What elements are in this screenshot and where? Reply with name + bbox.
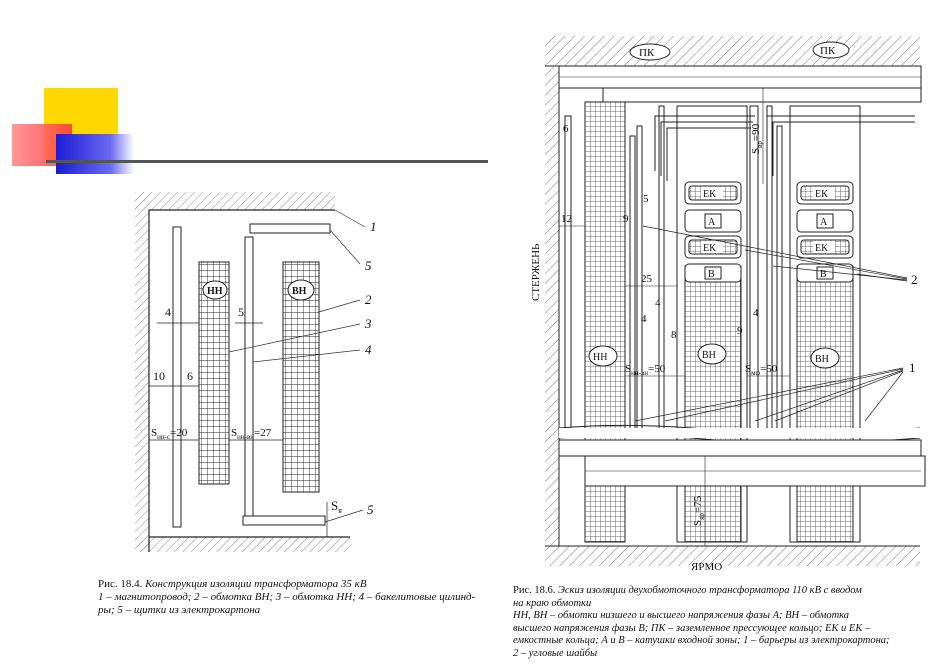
coil-label-vn: ВН (292, 286, 307, 297)
label-4: 4 (365, 342, 372, 357)
caption-right-lead: Рис. 18.6. (513, 585, 556, 596)
dim-4: 4 (165, 305, 171, 319)
label-5-bottom: 5 (367, 502, 374, 517)
dim-s-nn-s: Sнн-с=20 (151, 427, 188, 441)
dim-s-vr: Sвр=90 (750, 123, 764, 154)
core-hatch-left (135, 192, 149, 552)
figure-18-4: НН ВН 1 5 2 3 4 5 4 5 10 6 Sнн-с=20 Sнн-… (135, 192, 377, 552)
label-pk-2: ПК (820, 45, 836, 57)
ek2-b: ЕК (815, 243, 828, 254)
ek1-a: ЕК (703, 189, 716, 200)
caption-left-title: Конструкция изоляции трансформатора 35 к… (145, 578, 367, 590)
caption-right-line1: Эскиз изоляции двухобмоточного трансформ… (558, 585, 862, 596)
decor-blue-square (56, 134, 134, 174)
dim-6: 6 (187, 369, 193, 383)
caption-right-line4: высшего напряжения фазы В; ПК – заземлен… (513, 622, 871, 634)
label-2: 2 (365, 292, 372, 307)
coil-b-1: В (708, 269, 715, 280)
shield-bottom (242, 515, 326, 526)
callout-2: 2 (911, 272, 918, 287)
winding-vn-b: ВН (815, 354, 829, 365)
label-1: 1 (370, 219, 377, 234)
caption-left-lead: Рис. 18.4. (98, 578, 143, 590)
caption-left-line3: ры; 5 – щитки из электрокартона (98, 604, 261, 616)
coil-b-2: В (820, 269, 827, 280)
dim-6-right: 6 (563, 123, 569, 135)
dim-5: 5 (238, 305, 244, 319)
coil-a-1: А (708, 217, 716, 228)
dim-12: 12 (561, 213, 572, 225)
label-pk-1: ПК (639, 47, 655, 59)
caption-right-line2: на краю обмотки (513, 597, 592, 609)
coil-label-nn: НН (207, 286, 223, 297)
figure-18-6: ПК ПК ЕК А ЕК В ЕК (530, 36, 926, 573)
caption-left-line2: 1 – магнитопровод; 2 – обмотка ВН; 3 – о… (98, 591, 476, 603)
dim-s-yr: Sяр=75 (692, 495, 706, 526)
caption-fig-18-4: Рис. 18.4. Конструкция изоляции трансфор… (98, 578, 498, 617)
shield-top (249, 223, 331, 234)
callout-1: 1 (909, 360, 916, 375)
ek2-a: ЕК (703, 243, 716, 254)
dim-4b: 4 (641, 313, 647, 325)
dim-s-mf: Sмф=50 (745, 363, 778, 377)
ek1-b: ЕК (815, 189, 828, 200)
label-yarmo: ЯРМО (691, 561, 722, 573)
dim-8: 8 (671, 329, 677, 341)
dim-4a: 4 (655, 297, 661, 309)
yoke-hatch-top (135, 192, 335, 210)
bakelite-cylinder-2 (244, 236, 254, 518)
winding-vn-a: ВН (702, 350, 716, 361)
coil-a-2: А (820, 217, 828, 228)
title-rule (46, 160, 488, 163)
caption-right-line5: емкостные кольца; А и В – катушки входно… (513, 635, 890, 646)
caption-fig-18-6: Рис. 18.6. Эскиз изоляции двухобмоточног… (513, 585, 933, 660)
dim-5-right: 5 (643, 193, 649, 205)
dim-4c: 4 (753, 307, 759, 319)
label-sterzhen: СТЕРЖЕНЬ (530, 244, 542, 301)
bakelite-cylinder-1 (172, 226, 182, 528)
dim-s-nn-vn: Sнн-вн=27 (231, 427, 272, 441)
dim-25: 25 (641, 273, 653, 285)
label-5-top: 5 (365, 258, 372, 273)
winding-nn-a: НН (593, 352, 607, 363)
dim-s-ya: Sя (331, 498, 342, 515)
dim-9b: 9 (737, 325, 743, 337)
dim-9a: 9 (623, 213, 629, 225)
label-3: 3 (364, 316, 372, 331)
caption-right-line6: 2 – угловые шайбы (513, 647, 598, 659)
caption-right-line3: НН, ВН – обмотки низшего и высшего напря… (513, 610, 850, 621)
yoke-hatch-bottom (135, 537, 350, 552)
dim-s-nn-vn-right: Sнн-вн=50 (625, 363, 666, 377)
dim-10: 10 (153, 369, 165, 383)
